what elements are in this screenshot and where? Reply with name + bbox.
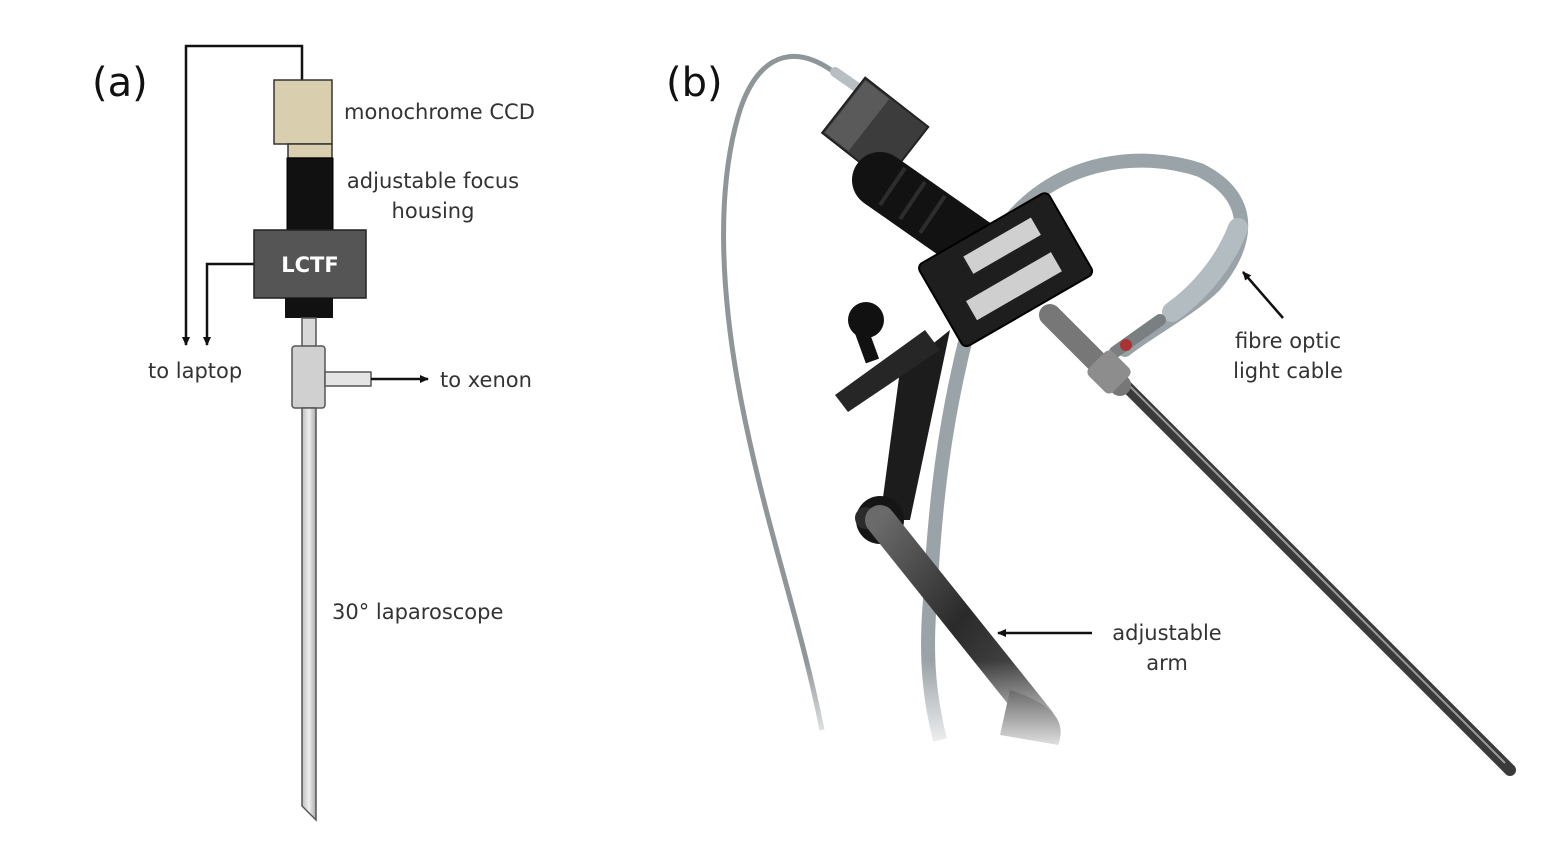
camera-data-cable (721, 54, 848, 731)
light-post-junction (291, 345, 326, 409)
panel-b-label: (b) (666, 60, 723, 106)
photo-camera (820, 76, 930, 184)
monochrome-ccd-camera (273, 79, 333, 145)
scope-label: 30° laparoscope (332, 600, 503, 624)
photo-bottom-fade (700, 660, 1100, 760)
lctf-adapter (285, 298, 333, 318)
camera-to-laptop-wire (182, 44, 304, 346)
xenon-label: to xenon (440, 368, 532, 392)
panel-a-label: (a) (92, 60, 148, 106)
fibre-connector-red-band (1120, 339, 1132, 351)
fibre-optic-cable-sleeve (1162, 218, 1248, 322)
fibre-cable-arrow (1242, 271, 1284, 319)
light-post-connector (324, 371, 372, 387)
photo-focus-ridges (878, 166, 947, 235)
photo-clamp-knob-stem (854, 328, 880, 364)
fibre-label-line1: fibre optic (1235, 329, 1341, 353)
laptop-label: to laptop (148, 359, 242, 383)
focus-housing (286, 157, 334, 231)
panel-a-diagram: (a) LCTF monochrome CCD adjustable focus… (92, 44, 535, 822)
camera-cable-connector (830, 67, 863, 93)
laparoscope-shaft (301, 407, 317, 822)
arm-label-line1: adjustable (1112, 621, 1221, 645)
photo-mount-clamp (835, 330, 940, 412)
photo-clamp-knob (848, 302, 884, 338)
photo-light-post (1087, 350, 1131, 394)
focus-label-line2: housing (392, 199, 475, 223)
camera-label: monochrome CCD (344, 100, 535, 124)
photo-laparoscope-shaft (1054, 314, 1516, 776)
photo-lctf (918, 192, 1094, 348)
photo-lctf-label-plate-2 (966, 252, 1062, 321)
arm-upper-bracket (880, 330, 950, 520)
lctf-text: LCTF (281, 253, 338, 277)
arm-label-line2: arm (1146, 651, 1188, 675)
fibre-label-line2: light cable (1233, 359, 1343, 383)
photo-lctf-label-plate (963, 217, 1041, 274)
lctf-to-laptop-wire (203, 262, 254, 346)
photo-camera-face (824, 80, 890, 151)
scope-upper-stem (301, 317, 317, 349)
panel-b-photo: (b) (666, 54, 1516, 776)
camera-mount-ring (287, 143, 333, 159)
photo-lctf-body (918, 192, 1094, 348)
focus-label-line1: adjustable focus (347, 169, 519, 193)
